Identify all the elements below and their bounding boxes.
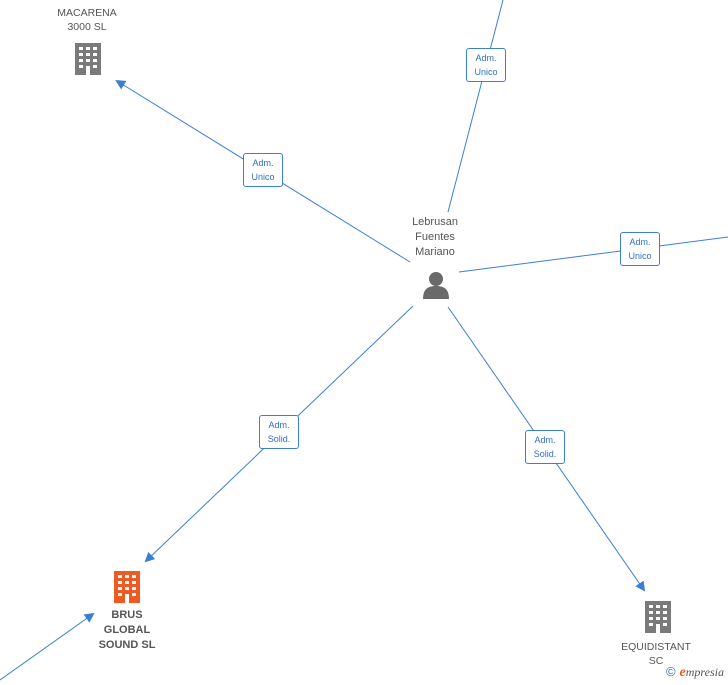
edge-line-right	[458, 236, 728, 273]
edge-line-bottom-left	[0, 612, 95, 681]
edge-label-macarena: Adm. Unico	[243, 153, 283, 187]
edge-line-top	[447, 0, 504, 213]
building-icon[interactable]	[75, 43, 101, 75]
brand-logo: empresia	[679, 665, 724, 680]
copyright-icon: ©	[665, 664, 676, 679]
building-icon-highlight[interactable]	[114, 571, 140, 603]
node-label-brus[interactable]: BRUS GLOBAL SOUND SL	[98, 609, 156, 651]
node-label-macarena[interactable]: MACARENA 3000 SL	[57, 7, 117, 33]
node-label-person[interactable]: Lebrusan Fuentes Mariano	[412, 216, 458, 258]
edge-label-right: Adm. Unico	[620, 232, 660, 266]
edge-label-brus: Adm. Solid.	[259, 415, 299, 449]
edge-label-equidistant: Adm. Solid.	[525, 430, 565, 464]
edge-label-top: Adm. Unico	[466, 48, 506, 82]
watermark: ©empresia	[666, 664, 724, 681]
person-icon[interactable]	[423, 272, 449, 299]
building-icon[interactable]	[645, 601, 671, 633]
node-label-equidistant[interactable]: EQUIDISTANT SC	[621, 641, 691, 667]
